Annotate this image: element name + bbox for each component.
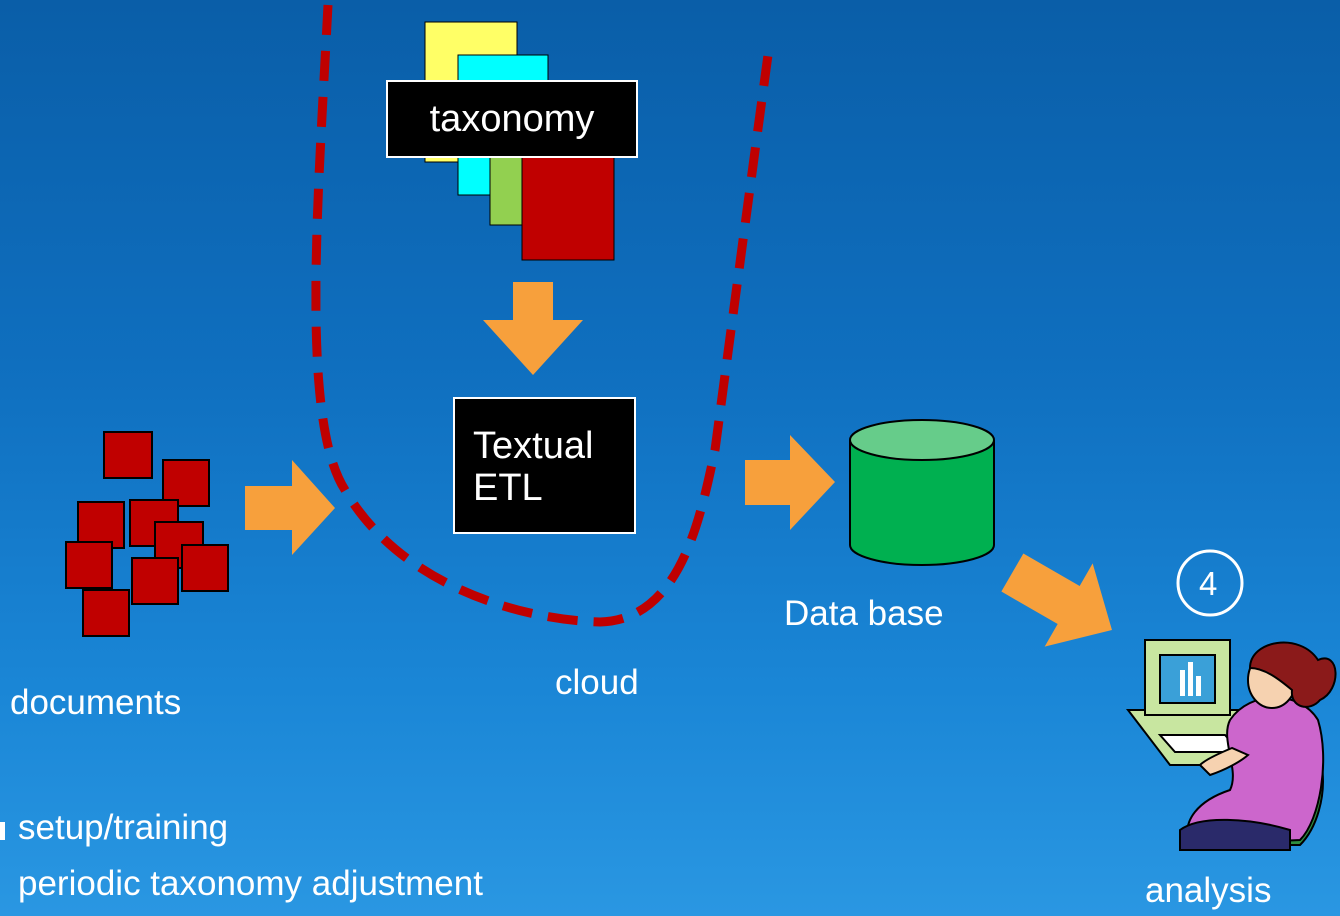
- taxonomy-label: taxonomy: [429, 97, 595, 140]
- database-label: Data base: [784, 594, 944, 633]
- cloud-boundary: [311, 4, 773, 627]
- step-number-circle: [1176, 549, 1244, 617]
- note-periodic-adjustment: periodic taxonomy adjustment: [18, 864, 483, 903]
- cloud-label: cloud: [555, 663, 639, 702]
- note-bullet-1: [0, 822, 5, 840]
- database-cylinder: [849, 419, 995, 566]
- analysis-person-icon: [1125, 639, 1337, 851]
- arrow-etl-to-database: [745, 435, 835, 530]
- textual-etl-line2: ETL: [473, 467, 543, 509]
- note-setup-training: setup/training: [18, 808, 229, 847]
- textual-etl-box: Textual ETL: [453, 397, 636, 534]
- textual-etl-line1: Textual: [473, 425, 594, 467]
- analysis-label: analysis: [1145, 871, 1272, 910]
- documents-cluster: [65, 431, 229, 637]
- arrow-database-to-analysis: [1001, 553, 1112, 647]
- documents-label: documents: [10, 683, 182, 722]
- taxonomy-label-box: taxonomy: [386, 80, 638, 158]
- arrow-documents-to-etl: [245, 460, 335, 555]
- step-number-label: 4: [1199, 565, 1218, 602]
- arrow-taxonomy-to-etl: [483, 282, 583, 375]
